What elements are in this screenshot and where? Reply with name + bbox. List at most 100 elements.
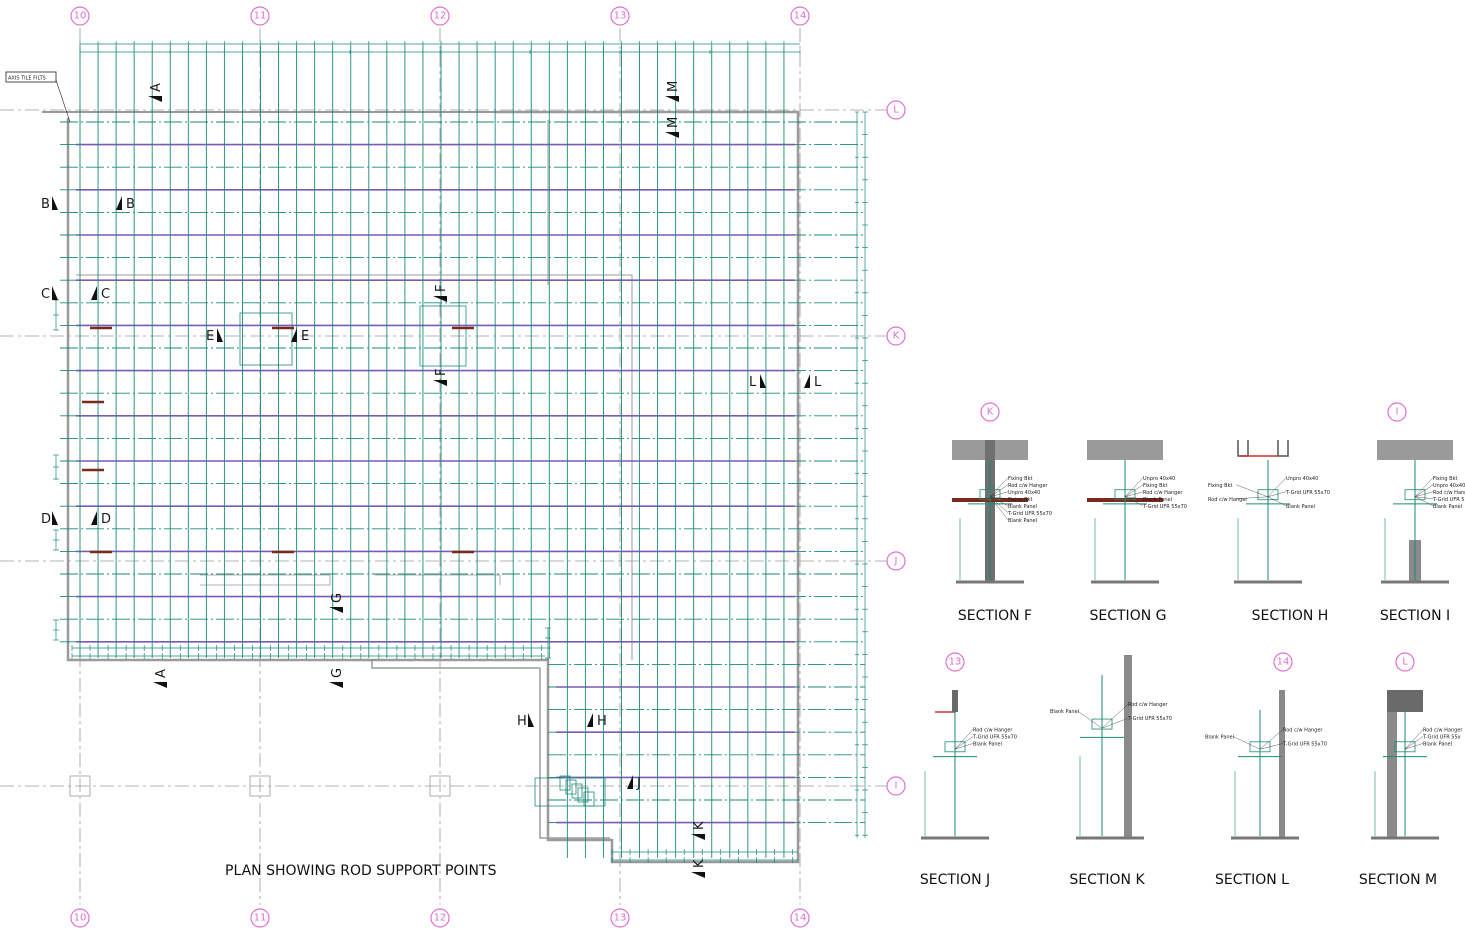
grid-bubble-label: 11 [254, 11, 267, 22]
section-note: Blank Panel [973, 741, 1002, 747]
grid-bubble: 12 [430, 6, 450, 26]
section-arrow [665, 96, 679, 102]
section-marker: K [691, 859, 707, 878]
section-note: T-Grid UFR 55x70 [1285, 490, 1330, 496]
section-note: Rod c/w Hanger [1128, 702, 1168, 708]
section-note: T-Grid UFR 55x70 [972, 734, 1017, 740]
section-marker: B [116, 196, 135, 212]
leader-line [1404, 743, 1424, 750]
bulkhead-box [239, 312, 293, 366]
grid-bubble-circle [945, 652, 965, 672]
column-base [429, 775, 451, 797]
section-marker-label: F [434, 369, 449, 376]
section-note: T-Grid UFR 55x [1422, 734, 1461, 740]
grid-axes [0, 28, 888, 905]
section-note: Fixing Bkt [1008, 497, 1033, 503]
grid-bubble-label: 14 [794, 11, 807, 22]
section-arrow [91, 511, 97, 525]
section-marker: F [433, 285, 449, 302]
leader-line [1259, 729, 1284, 750]
leader-line [1124, 491, 1144, 497]
section-note: Fixing Bkt [1208, 483, 1233, 489]
section-marker: C [91, 286, 110, 302]
grid-bubble: I [886, 776, 906, 796]
grid-bubble-label: 10 [74, 11, 87, 22]
section-note: Unpro 40x40 [1008, 490, 1040, 496]
grid-bubble: 10 [70, 908, 90, 928]
grid-bubble-circle [886, 326, 906, 346]
grid-bubble: 12 [430, 908, 450, 928]
grid-bubble-circle [70, 908, 90, 928]
leader-line [989, 496, 1009, 513]
section-note: Rod c/w Hanger [1423, 727, 1463, 733]
section-title: SECTION M [1359, 872, 1437, 888]
grid-bubble-circle [790, 908, 810, 928]
grid-bubble-circle [610, 908, 630, 928]
section-arrow [691, 834, 705, 840]
grid-bubble: L [886, 100, 906, 120]
leader-line [1267, 477, 1287, 497]
section-note: Blank Panel [1286, 504, 1315, 510]
leader-line [1404, 729, 1424, 750]
section-note: T-Grid UFR 55x7 [1432, 497, 1465, 503]
soffit-line [539, 668, 610, 839]
bulkhead-line [375, 574, 501, 585]
leader-line [1101, 718, 1129, 729]
section-arrow [329, 607, 343, 613]
grid-bubble-label: L [1402, 657, 1408, 668]
section-marker: G [329, 668, 345, 688]
leader-line [1235, 496, 1269, 499]
section-note: Blank Panel [1050, 709, 1079, 715]
section-note: Unpro 40x40 [1433, 483, 1465, 489]
grid-bubble-circle [1387, 402, 1407, 422]
beam [1387, 690, 1423, 712]
leader-line [989, 496, 1009, 506]
section-arrow [433, 296, 447, 302]
dimension-strings [53, 41, 868, 863]
leader-line [1259, 743, 1284, 750]
grid-bubble-circle [980, 402, 1000, 422]
grid-bubble-label: 13 [614, 11, 627, 22]
slab [1087, 440, 1163, 460]
grid-bubble-circle [886, 551, 906, 571]
grid-bubble-label: 10 [74, 913, 87, 924]
column-base [69, 775, 91, 797]
section-note: Rod c/w Hanger [1433, 490, 1465, 496]
bulkhead-line [76, 274, 633, 660]
beam [952, 690, 958, 712]
grid-bubble-circle [886, 776, 906, 796]
leader-line [1414, 477, 1434, 497]
grid-bubble-circle [430, 908, 450, 928]
grid-bubble-label: 12 [434, 11, 447, 22]
grid-bubble-label: 14 [1277, 657, 1290, 668]
leader-line [989, 477, 1009, 497]
section-marker-label: F [434, 285, 449, 292]
section-note: Blank Panel [1423, 741, 1452, 747]
hanger-detail [534, 777, 606, 807]
section-title: SECTION G [1090, 608, 1167, 624]
section-marker: C [41, 286, 58, 302]
grid-bubble-circle [1273, 652, 1293, 672]
leader-line [1124, 496, 1144, 506]
section-note: Fixing Bkt [1433, 476, 1458, 482]
leader-line [1404, 736, 1424, 750]
grid-bubble-label: 11 [254, 913, 267, 924]
grid-bubble-circle [610, 6, 630, 26]
section-marker-label: L [814, 375, 822, 390]
section-note: Rod c/w Hanger [1208, 497, 1248, 503]
section-note: Rod c/w Hanger [1283, 727, 1323, 733]
leader-line [989, 496, 1009, 520]
grid-bubble-circle [886, 100, 906, 120]
section-arrow [148, 96, 162, 102]
leader-line [1267, 491, 1287, 497]
section-marker: M [665, 81, 681, 102]
grid-bubble: 14 [790, 6, 810, 26]
section-marker: K [691, 821, 707, 840]
section-arrow [691, 872, 705, 878]
